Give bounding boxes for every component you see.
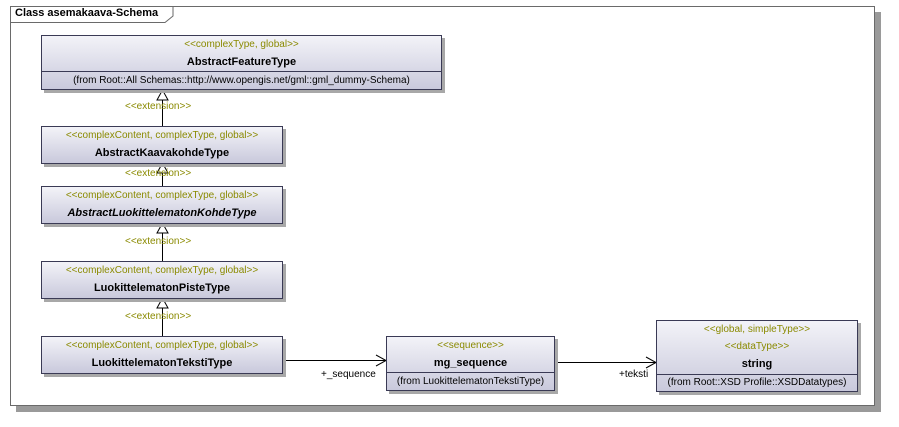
extension-label-2: <<extension>> (125, 168, 192, 179)
sequence-role-label: +_sequence (321, 369, 376, 380)
class-stereotype: <<complexContent, complexType, global>> (65, 130, 259, 141)
extension-arrowhead-3 (156, 221, 169, 234)
class-stereotype: <<complexContent, complexType, global>> (65, 340, 259, 351)
class-string[interactable]: <<global, simpleType>> <<dataType>> stri… (656, 320, 858, 392)
class-luokittelematon-piste-type[interactable]: <<complexContent, complexType, global>> … (41, 261, 283, 299)
class-stereotype: <<complexContent, complexType, global>> (65, 265, 259, 276)
class-name: AbstractFeatureType (186, 56, 297, 68)
class-stereotype: <<sequence>> (437, 340, 504, 351)
class-stereotype: <<complexContent, complexType, global>> (65, 190, 259, 201)
class-name: AbstractLuokittelematonKohdeType (67, 207, 257, 219)
class-name: LuokittelematonPisteType (93, 282, 231, 294)
diagram-title: Class asemakaava-Schema (15, 7, 159, 19)
extension-arrowhead-4 (156, 296, 169, 309)
class-stereotype: <<global, simpleType>> (703, 324, 811, 335)
class-separator (657, 374, 857, 375)
class-separator (42, 71, 441, 72)
extension-label-4: <<extension>> (125, 311, 192, 322)
class-mg-sequence[interactable]: <<sequence>> mg_sequence (from Luokittel… (386, 336, 555, 391)
class-name: AbstractKaavakohdeType (94, 147, 230, 159)
class-abstract-luokittelematon-kohde-type[interactable]: <<complexContent, complexType, global>> … (41, 186, 283, 224)
extension-label-1: <<extension>> (125, 101, 192, 112)
class-abstract-feature-type[interactable]: <<complexType, global>> AbstractFeatureT… (41, 35, 442, 90)
class-origin: (from Root::All Schemas::http://www.open… (73, 75, 410, 86)
class-name: LuokittelematonTekstiType (91, 357, 233, 369)
class-name: mg_sequence (433, 357, 508, 369)
extension-label-3: <<extension>> (125, 236, 192, 247)
class-origin: (from Root::XSD Profile::XSDDatatypes) (667, 377, 847, 388)
class-luokittelematon-teksti-type[interactable]: <<complexContent, complexType, global>> … (41, 336, 283, 374)
class-stereotype-secondary: <<dataType>> (724, 341, 790, 352)
class-abstract-kaavakohde-type[interactable]: <<complexContent, complexType, global>> … (41, 126, 283, 164)
class-stereotype: <<complexType, global>> (184, 39, 299, 50)
extension-arrowhead-2 (156, 161, 169, 174)
class-separator (387, 372, 554, 373)
teksti-role-label: +teksti (619, 369, 649, 380)
extension-arrowhead-1 (156, 88, 169, 101)
class-name: string (741, 358, 773, 370)
class-origin: (from LuokittelematonTekstiType) (396, 376, 545, 387)
